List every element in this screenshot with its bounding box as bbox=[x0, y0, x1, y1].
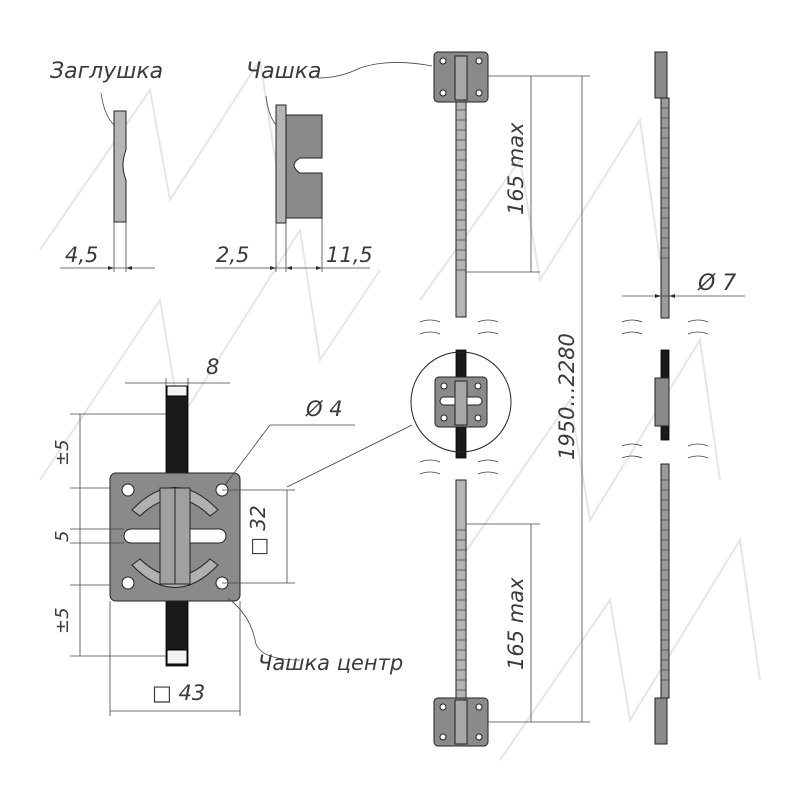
cup-center-label: Чашка центр bbox=[258, 651, 403, 675]
rod-front-view bbox=[286, 51, 590, 747]
cup-thickness-dim: 2,5 bbox=[216, 243, 249, 267]
rod-width-dim: 8 bbox=[206, 355, 219, 379]
tol-top-dim: ±5 bbox=[52, 439, 73, 466]
slot-dim: 5 bbox=[52, 531, 73, 542]
cup-depth-dim: 11,5 bbox=[326, 243, 373, 267]
cup-label: Чашка bbox=[246, 59, 321, 84]
cup-part bbox=[215, 95, 370, 272]
square-outer-dim: □ 43 bbox=[152, 681, 205, 705]
tol-bottom-dim: ±5 bbox=[52, 607, 73, 634]
max-bottom-dim: 165 max bbox=[504, 577, 528, 670]
max-top-dim: 165 max bbox=[504, 122, 528, 215]
center-detail-dimension-lines bbox=[70, 378, 355, 716]
hole-diameter-dim: Ø 4 bbox=[305, 397, 343, 421]
plug-label: Заглушка bbox=[50, 59, 163, 84]
square-inner-dim: □ 32 bbox=[246, 505, 270, 556]
rod-side-view bbox=[621, 51, 745, 745]
center-cup-detail bbox=[109, 385, 241, 667]
rod-diameter-dim: Ø 7 bbox=[697, 271, 736, 296]
total-length-dim: 1950...2280 bbox=[555, 333, 579, 460]
plug-thickness-dim: 4,5 bbox=[65, 243, 98, 267]
plug-part bbox=[60, 92, 155, 272]
